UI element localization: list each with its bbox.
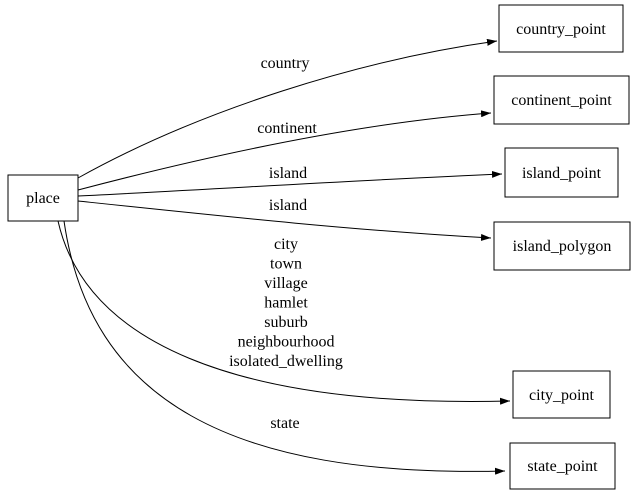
- edge-place-continent_point: [77, 110, 492, 191]
- edge-label-island-polygon: island: [269, 197, 307, 214]
- node-country-point: country_point: [498, 4, 624, 53]
- node-place: place: [7, 174, 79, 222]
- edge-label-suburb-line: suburb: [264, 314, 308, 331]
- edge-label-hamlet-line: hamlet: [264, 295, 308, 312]
- edge-place-island_point: [77, 170, 503, 197]
- node-state-point: state_point: [509, 442, 616, 490]
- edge-label-group: country continent island island city tow…: [229, 55, 343, 432]
- edge-place-island_polygon: [77, 200, 492, 241]
- edge-label-village-line: village: [264, 275, 308, 292]
- node-group: place country_point continent_point isla…: [7, 4, 631, 490]
- edge-label-state: state: [270, 415, 299, 432]
- node-country-point-label: country_point: [516, 21, 606, 38]
- edge-label-town-line: town: [270, 256, 302, 273]
- node-island-polygon-label: island_polygon: [513, 238, 612, 255]
- edge-label-island-point: island: [269, 165, 307, 182]
- edge-label-continent: continent: [257, 120, 317, 137]
- edge-place-state_point: [63, 220, 506, 475]
- node-city-point-label: city_point: [529, 387, 594, 404]
- edge-label-neighbourhood-line: neighbourhood: [238, 334, 335, 351]
- node-island-point-label: island_point: [522, 165, 602, 182]
- edge-label-city-line: city: [274, 236, 298, 253]
- edge-group: [57, 38, 511, 475]
- edge-label-country: country: [261, 55, 310, 72]
- edge-place-country_point: [77, 38, 498, 179]
- node-state-point-label: state_point: [527, 458, 598, 475]
- node-island-polygon: island_polygon: [493, 221, 631, 271]
- node-continent-point: continent_point: [493, 75, 630, 125]
- node-continent-point-label: continent_point: [511, 92, 612, 109]
- edge-label-city-multiline: city town village hamlet suburb neighbou…: [229, 236, 343, 370]
- node-island-point: island_point: [504, 147, 619, 198]
- edge-place-city_point: [57, 220, 511, 405]
- edge-label-isolated-dwelling-line: isolated_dwelling: [229, 353, 343, 370]
- node-city-point: city_point: [512, 370, 611, 419]
- node-place-label: place: [26, 190, 60, 207]
